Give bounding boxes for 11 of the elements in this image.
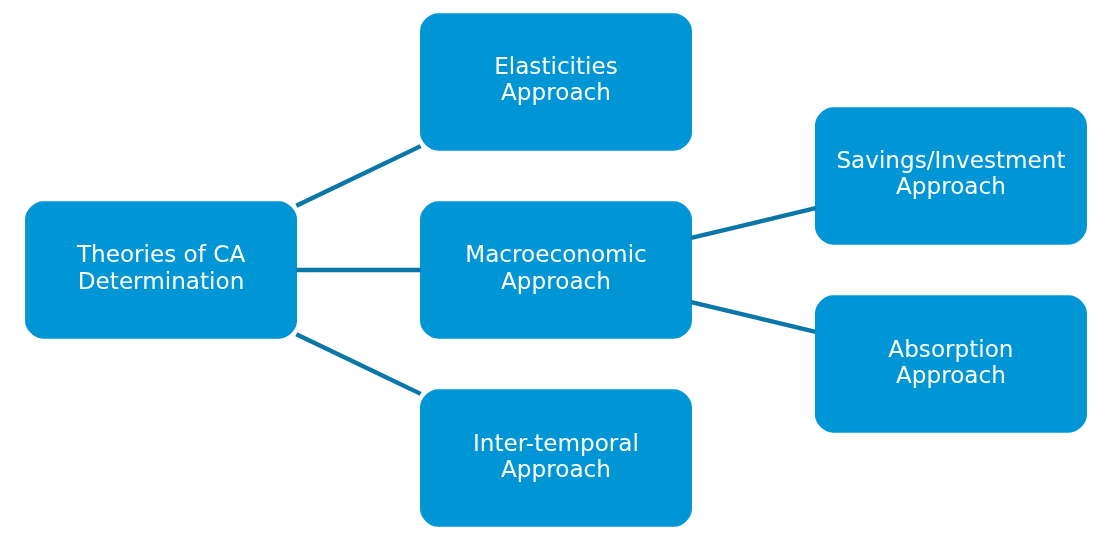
- node-box: Elasticities Approach: [419, 13, 692, 151]
- connector: [690, 205, 816, 240]
- node-box: Absorption Approach: [814, 295, 1087, 433]
- connector: [295, 267, 421, 273]
- connector: [294, 332, 422, 396]
- node-box: Inter-temporal Approach: [419, 389, 692, 527]
- connector: [294, 144, 422, 208]
- node-box: Macroeconomic Approach: [419, 201, 692, 339]
- connector: [690, 300, 816, 335]
- node-box: Savings/Investment Approach: [814, 107, 1087, 245]
- node-box: Theories of CA Determination: [24, 201, 297, 339]
